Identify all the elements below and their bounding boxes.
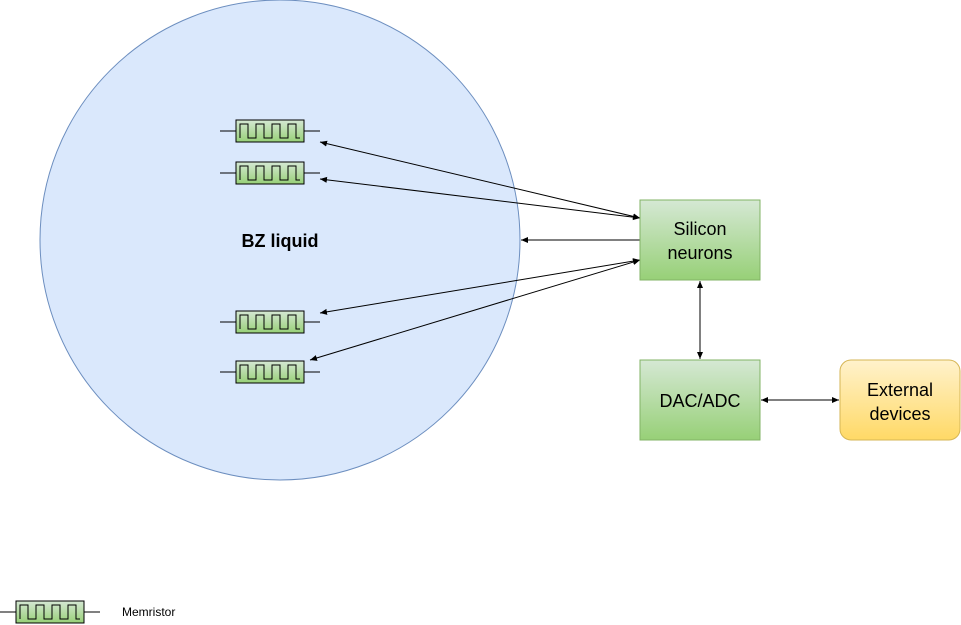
dac-adc-box: DAC/ADC xyxy=(639,359,761,441)
silicon-neurons-box: Silicon neurons xyxy=(639,199,761,281)
bz-liquid-region: BZ liquid xyxy=(39,0,521,481)
arrow-icon xyxy=(319,176,641,221)
external-devices-label-line2: devices xyxy=(869,404,930,424)
external-devices-box: External devices xyxy=(839,359,961,441)
silicon-neurons-label-line2: neurons xyxy=(667,243,732,263)
arrow-icon xyxy=(309,259,641,361)
connector-arrows xyxy=(309,140,839,403)
dac-adc-label: DAC/ADC xyxy=(659,391,740,411)
legend-memristor-label: Memristor xyxy=(122,605,175,619)
memristor-icon xyxy=(0,600,101,624)
bz-liquid-label: BZ liquid xyxy=(242,231,319,251)
external-devices-label-line1: External xyxy=(867,380,933,400)
legend: Memristor xyxy=(0,600,175,624)
silicon-neurons-label-line1: Silicon xyxy=(673,219,726,239)
